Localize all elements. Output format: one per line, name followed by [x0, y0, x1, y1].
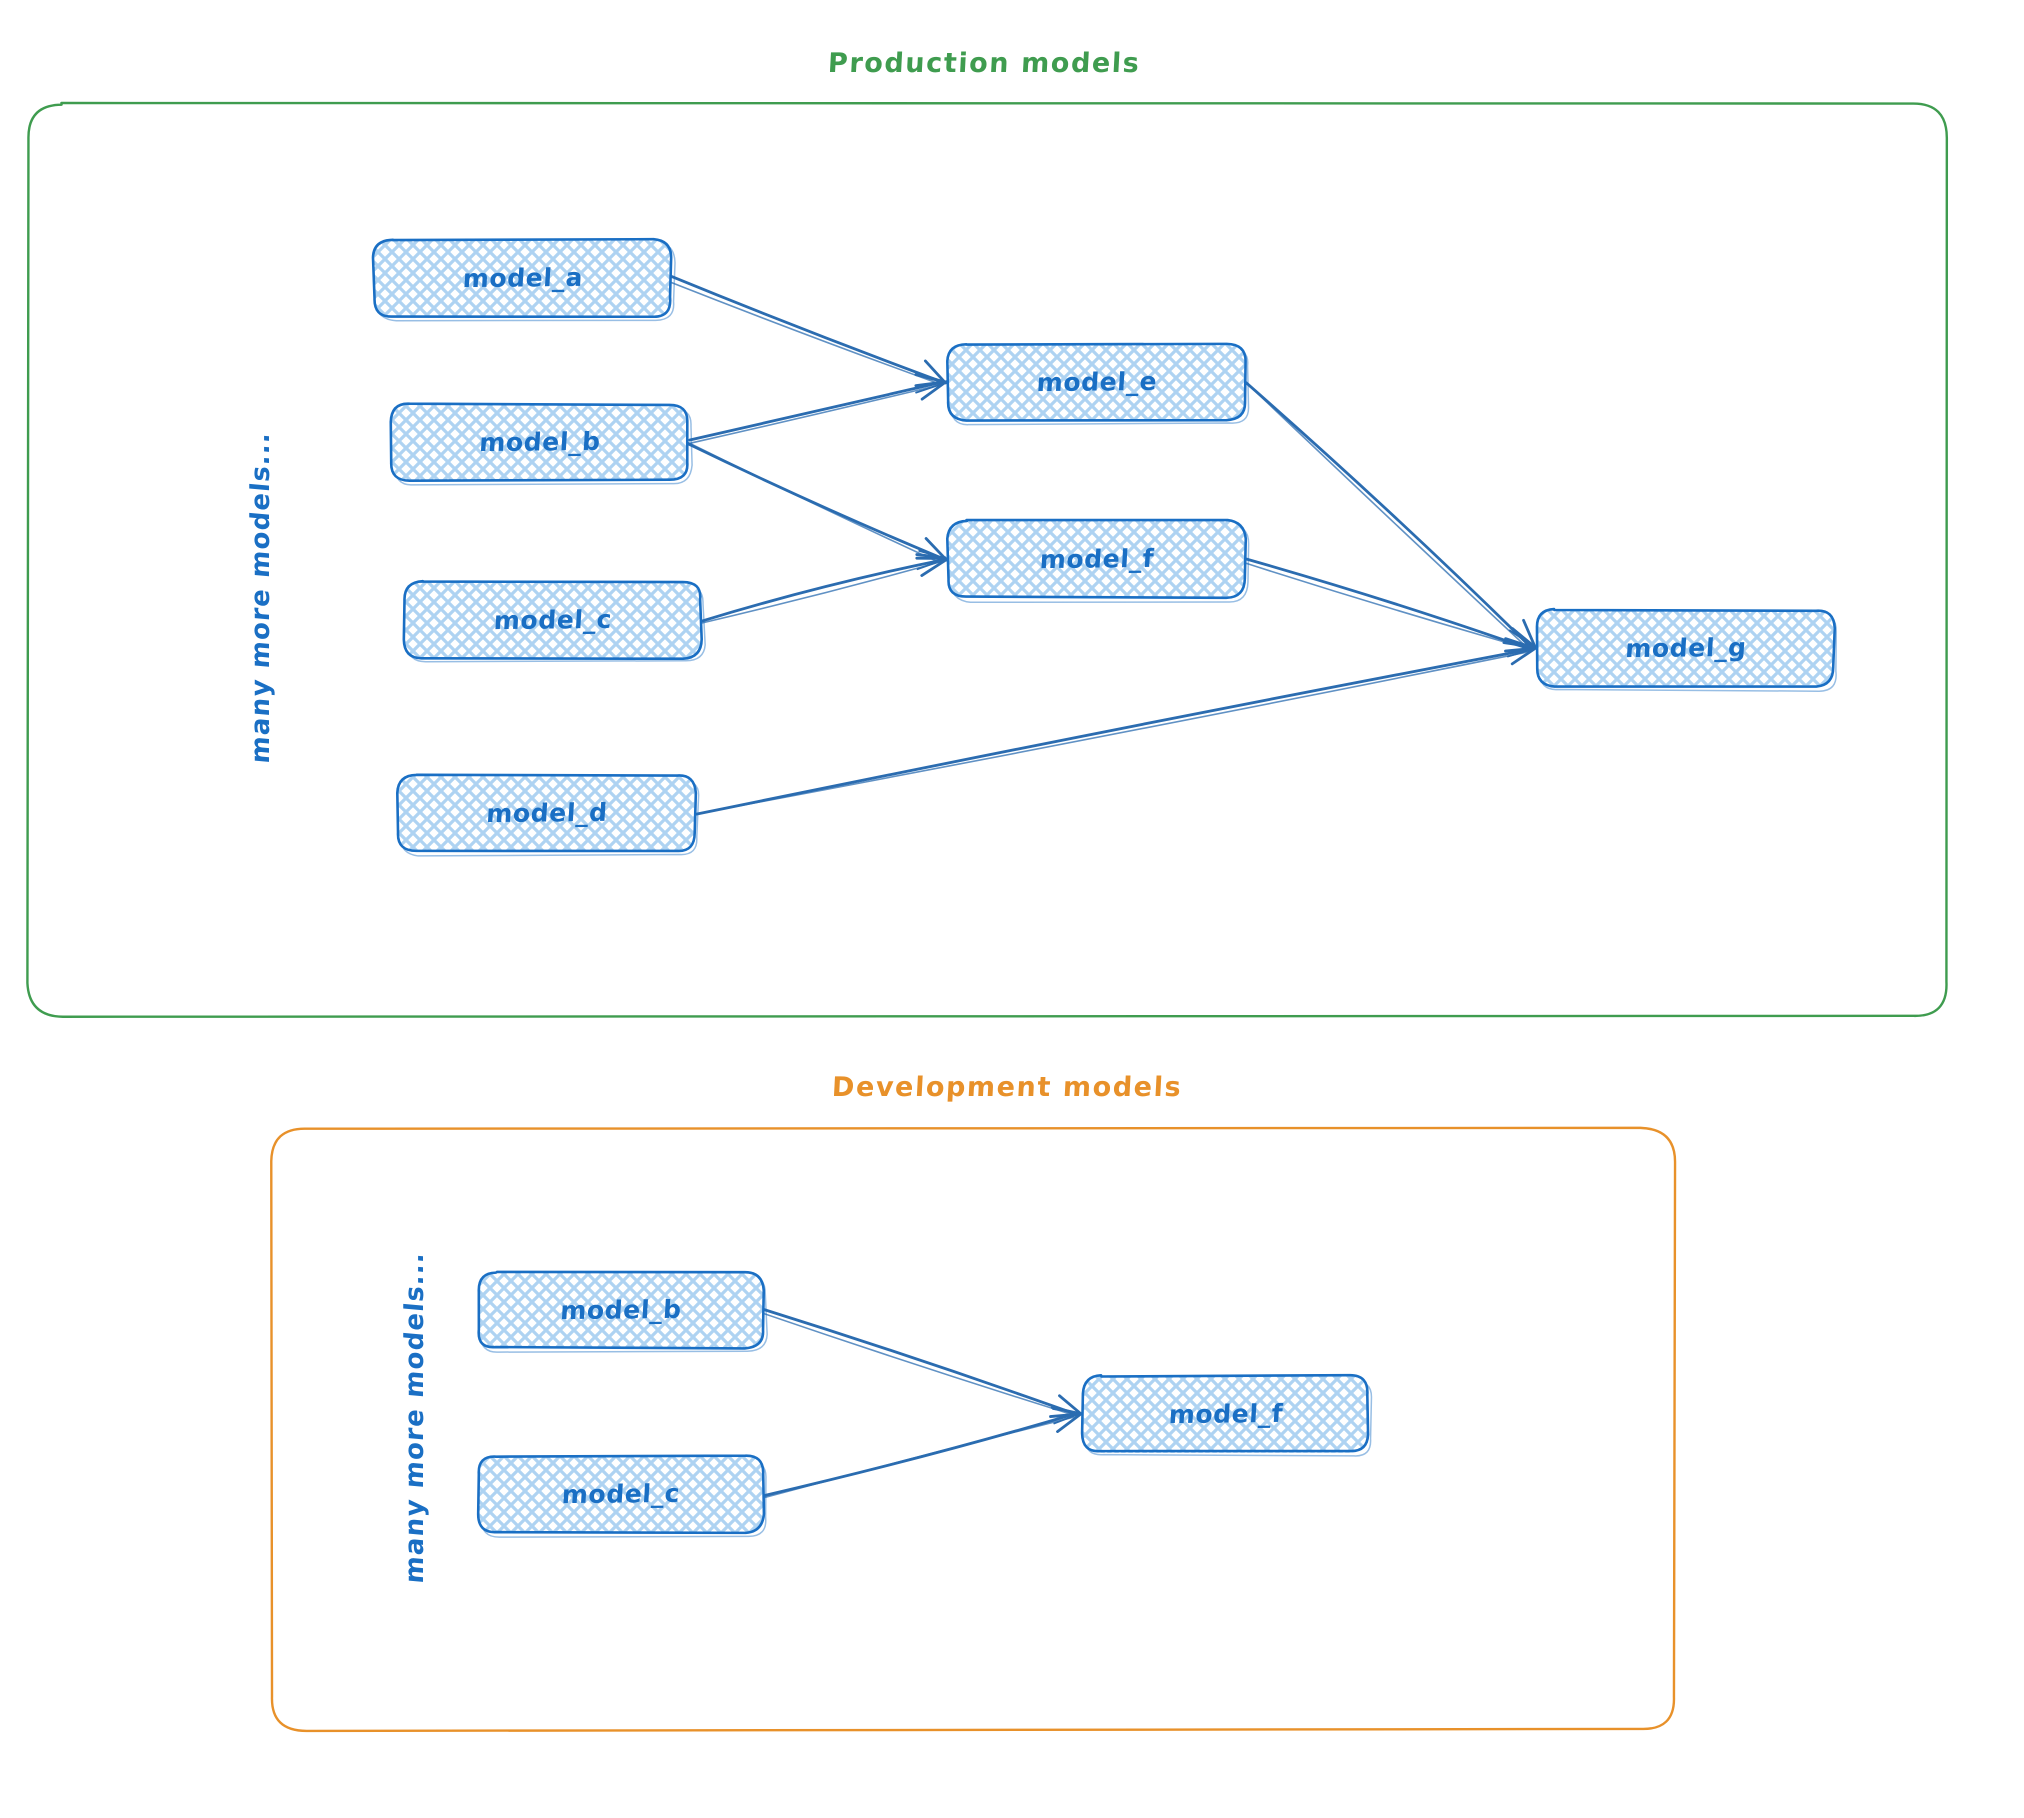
edge-model_f-to-model_g — [1243, 557, 1537, 653]
edge-model_b-to-model_e — [688, 373, 948, 445]
nodes-layer — [371, 237, 1837, 1538]
production-group-caption: Production models — [827, 48, 1142, 79]
node-model_a[interactable] — [371, 237, 676, 322]
edge-model_b-to-model_f — [685, 441, 948, 564]
edge-model_c-to-model_f — [699, 553, 948, 624]
node-dev_model_b[interactable] — [477, 1270, 768, 1353]
node-model_e[interactable] — [946, 342, 1250, 426]
node-model_f[interactable] — [946, 518, 1250, 604]
edge-model_d-to-model_g — [693, 641, 1538, 816]
node-model_c[interactable] — [402, 579, 706, 663]
development-group-caption: Development models — [831, 1072, 1184, 1103]
node-model_b[interactable] — [389, 402, 693, 486]
edges-layer — [668, 274, 1538, 1499]
node-dev_model_f[interactable] — [1080, 1373, 1373, 1457]
group-box-development — [270, 1126, 1677, 1733]
node-dev_model_c[interactable] — [476, 1454, 767, 1538]
edge-dev_model_c-to-dev_model_f — [762, 1406, 1083, 1499]
edge-model_a-to-model_e — [668, 274, 949, 388]
edge-model_e-to-model_g — [1244, 381, 1537, 651]
group-box-production — [26, 101, 1949, 1018]
node-model_g[interactable] — [1535, 607, 1837, 692]
node-model_d[interactable] — [396, 773, 700, 857]
edge-dev_model_b-to-dev_model_f — [761, 1307, 1083, 1418]
group-boxes-layer — [26, 101, 1949, 1733]
